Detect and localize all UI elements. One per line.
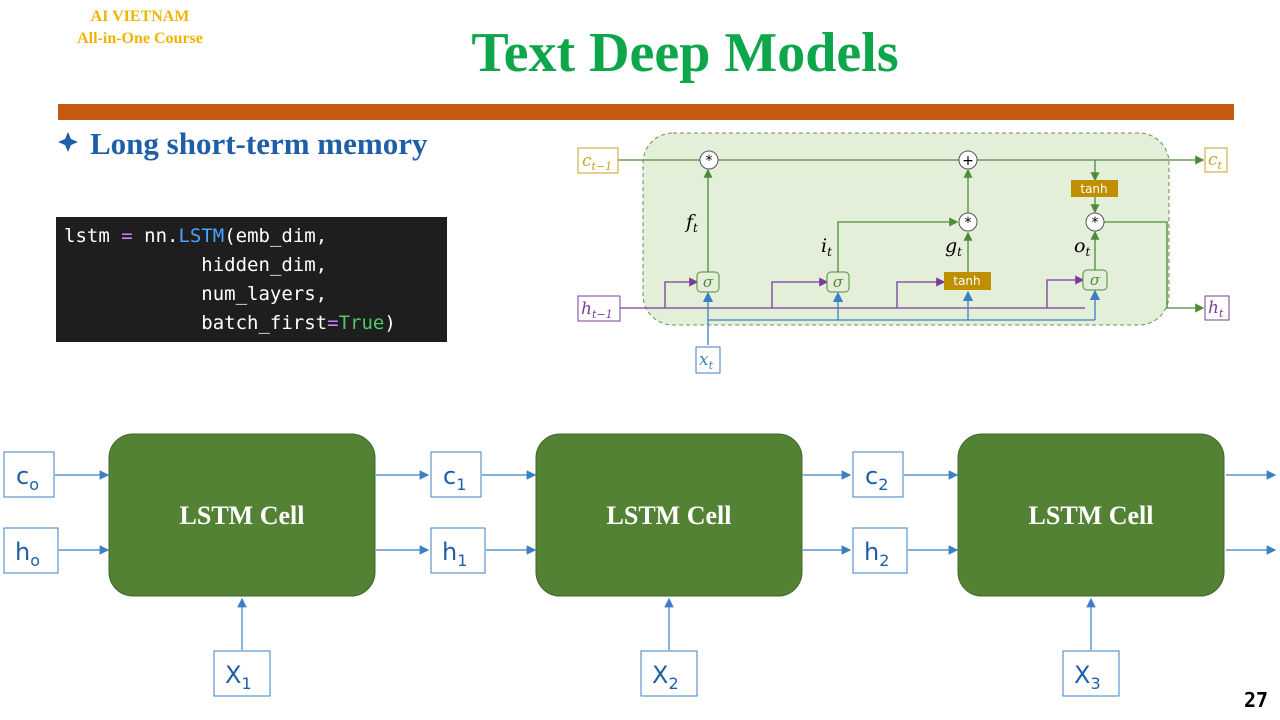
h-prev-label: ht−1 bbox=[581, 299, 613, 321]
op-label: * bbox=[1092, 215, 1099, 231]
h1-label: h1 bbox=[442, 538, 467, 570]
x1-label: X1 bbox=[225, 661, 252, 693]
h1-box bbox=[430, 527, 486, 574]
brand-line-1: AI VIETNAM bbox=[90, 8, 190, 25]
input-multiply-op bbox=[958, 212, 978, 232]
lstm-chain: LSTM Cell LSTM Cell LSTM Cell co c1 c2 h… bbox=[3, 433, 1277, 697]
h2-box bbox=[852, 527, 908, 574]
code-token: lstm bbox=[64, 225, 110, 247]
c0-label: co bbox=[16, 462, 39, 494]
op-label: + bbox=[962, 153, 974, 169]
lstm-cell-1 bbox=[108, 433, 376, 597]
code-token: True bbox=[338, 312, 385, 334]
x2-label: X2 bbox=[652, 661, 679, 693]
h-out-label: ht bbox=[1208, 298, 1224, 320]
lstm-cell-diagram: * + * * σ σ σ tanh tanh ft it gt ot ct−1… bbox=[577, 132, 1230, 374]
lstm-cell-label: LSTM Cell bbox=[1029, 501, 1154, 530]
op-label: * bbox=[965, 215, 972, 231]
c-out-label: ct bbox=[1208, 150, 1223, 172]
code-token: LSTM bbox=[178, 225, 225, 247]
lstm-cell-2 bbox=[535, 433, 803, 597]
tanh-label: tanh bbox=[953, 274, 980, 288]
output-gate-sigma bbox=[1082, 269, 1108, 291]
c2-box bbox=[852, 451, 904, 498]
code-token: hidden_dim, bbox=[201, 254, 328, 276]
tanh-label: tanh bbox=[1080, 182, 1107, 196]
c1-label: c1 bbox=[443, 462, 466, 494]
page-number: 27 bbox=[1243, 688, 1269, 712]
title-divider bbox=[58, 104, 1234, 120]
candidate-tanh bbox=[944, 272, 991, 290]
c-prev-label: ct−1 bbox=[582, 151, 612, 173]
forget-gate-sigma bbox=[696, 271, 720, 293]
code-token: batch_first bbox=[201, 312, 328, 334]
forget-multiply-op bbox=[699, 150, 719, 170]
gate-label: σ bbox=[833, 273, 844, 291]
lstm-cell-label: LSTM Cell bbox=[607, 501, 732, 530]
x-input-label: xt bbox=[699, 350, 714, 372]
output-multiply-op bbox=[1085, 212, 1105, 232]
gate-label: σ bbox=[703, 273, 714, 291]
gate-label: σ bbox=[1090, 271, 1101, 289]
lstm-cell-3 bbox=[957, 433, 1225, 597]
input-gate-label: it bbox=[821, 235, 832, 259]
c-out-box bbox=[1204, 147, 1228, 173]
code-token: nn. bbox=[144, 225, 179, 247]
code-token: ) bbox=[384, 312, 396, 334]
section-heading: Long short-term memory bbox=[56, 124, 427, 164]
lstm-cell-label: LSTM Cell bbox=[180, 501, 305, 530]
code-token: = bbox=[121, 225, 133, 247]
cell-add-op bbox=[958, 150, 978, 170]
c2-label: c2 bbox=[865, 462, 888, 494]
op-label: * bbox=[706, 153, 713, 169]
h0-box bbox=[3, 527, 59, 574]
page-title: Text Deep Models bbox=[471, 22, 899, 84]
x1-box bbox=[213, 650, 271, 697]
section-title: Long short-term memory bbox=[90, 126, 428, 161]
c0-box bbox=[3, 451, 55, 498]
h0-label: ho bbox=[15, 538, 40, 570]
output-tanh bbox=[1071, 180, 1118, 197]
x2-box bbox=[640, 650, 698, 697]
lstm-cell-panel bbox=[642, 132, 1170, 326]
input-gate-sigma bbox=[826, 271, 850, 293]
h2-label: h2 bbox=[864, 538, 889, 570]
h-out-box bbox=[1204, 295, 1230, 321]
code-token: num_layers, bbox=[201, 283, 328, 305]
brand-line-2: All-in-One Course bbox=[77, 30, 203, 47]
x-input-box bbox=[695, 346, 721, 374]
forget-gate-label: ft bbox=[684, 211, 698, 235]
x3-label: X3 bbox=[1074, 661, 1101, 693]
x3-box bbox=[1062, 650, 1120, 697]
brand-logo: AI VIETNAM All-in-One Course bbox=[40, 6, 240, 50]
candidate-label: gt bbox=[945, 235, 962, 259]
code-block: lstm = nn.LSTM(emb_dim, hidden_dim, num_… bbox=[56, 217, 447, 342]
output-gate-label: ot bbox=[1074, 235, 1090, 259]
c1-box bbox=[430, 451, 482, 498]
c-prev-box bbox=[577, 147, 619, 174]
diamond-bullet-icon bbox=[56, 124, 80, 164]
code-token: (emb_dim, bbox=[224, 225, 328, 247]
h-prev-box bbox=[577, 295, 621, 322]
code-token: = bbox=[327, 312, 339, 334]
